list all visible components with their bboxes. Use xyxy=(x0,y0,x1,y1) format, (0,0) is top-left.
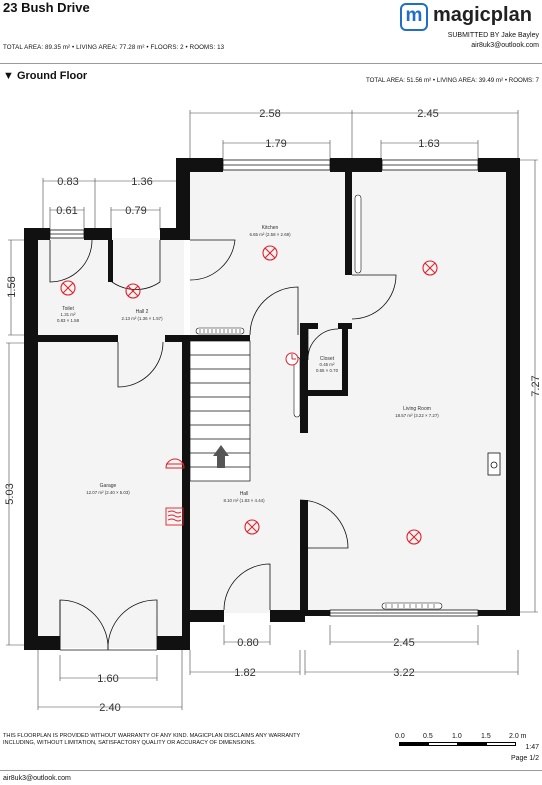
dim-toilet-window: 0.61 xyxy=(56,205,77,217)
living-room-area: 18.57 m² (3.22 × 7.27) xyxy=(395,413,439,418)
toilet-dims: 0.83 × 1.58 xyxy=(57,318,80,323)
kitchen-area: 6.65 m² (2.58 × 2.69) xyxy=(249,232,291,237)
collapse-arrow-icon: ▼ xyxy=(3,70,14,82)
scale-label: 0.5 xyxy=(423,733,433,740)
footer-email: air8uk3@outlook.com xyxy=(3,775,71,782)
disclaimer: THIS FLOORPLAN IS PROVIDED WITHOUT WARRA… xyxy=(3,733,301,746)
cooker-icon xyxy=(487,452,501,476)
dim-living-width: 2.45 xyxy=(417,108,438,120)
garage-area: 12.07 m² (2.40 × 5.03) xyxy=(86,490,130,495)
footer-divider xyxy=(0,770,542,771)
scale-segment xyxy=(486,742,516,746)
windows xyxy=(49,159,479,617)
dimension-lines xyxy=(6,110,538,710)
dim-hall2-width: 1.36 xyxy=(131,176,152,188)
property-totals: TOTAL AREA: 89.35 m² • LIVING AREA: 77.2… xyxy=(3,44,225,51)
dim-garage-door: 1.60 xyxy=(97,673,118,685)
floor-totals: TOTAL AREA: 51.56 m² • LIVING AREA: 39.4… xyxy=(365,77,539,84)
boiler-icon xyxy=(165,458,185,469)
living-room-name: Living Room xyxy=(403,406,431,412)
header-divider xyxy=(0,63,542,64)
kitchen-name: Kitchen xyxy=(262,225,279,231)
scale-segment xyxy=(428,742,458,746)
floor-title: ▼ Ground Floor xyxy=(3,70,87,82)
closet-name: Closet xyxy=(320,356,335,362)
hall2-name: Hall 2 xyxy=(136,309,149,315)
dim-hall2-door: 0.79 xyxy=(125,205,146,217)
scale-label: 1.0 xyxy=(452,733,462,740)
logo-mark-icon: m xyxy=(400,3,428,31)
toilet-area: 1.31 m² xyxy=(61,312,76,317)
hall-area: 8.10 m² (1.83 × 4.44) xyxy=(223,498,265,503)
dim-living-window: 1.63 xyxy=(418,138,439,150)
walls xyxy=(24,158,520,650)
dim-kitchen-window: 1.79 xyxy=(265,138,286,150)
scale-ratio: 1:47 xyxy=(525,744,539,751)
heater-icon xyxy=(165,507,184,526)
hall2-area: 2.13 m² (1.36 × 1.57) xyxy=(121,316,163,321)
dim-living-height: 7.27 xyxy=(530,375,542,396)
submitter-email: air8uk3@outlook.com xyxy=(471,42,539,49)
dim-living-bottom-window: 2.45 xyxy=(393,637,414,649)
magicplan-logo: m magicplan xyxy=(400,3,540,33)
scale-label: 1.5 xyxy=(481,733,491,740)
closet-dims: 0.65 × 0.70 xyxy=(316,368,339,373)
scale-label: 2.0 m xyxy=(509,733,527,740)
meter-icon xyxy=(285,352,299,366)
scale-bar: 0.0 0.5 1.0 1.5 2.0 m xyxy=(395,733,535,763)
dim-garage-height: 5.03 xyxy=(4,483,16,504)
dim-front-door: 0.80 xyxy=(237,637,258,649)
dim-hall-width: 1.82 xyxy=(234,667,255,679)
stair-up-arrow-icon xyxy=(213,445,229,468)
doors xyxy=(49,239,397,651)
dim-toilet-height: 1.58 xyxy=(6,276,18,297)
floor-name: Ground Floor xyxy=(16,70,88,82)
toilet-name: Toilet xyxy=(62,306,74,312)
scale-segment xyxy=(399,742,429,746)
dim-garage-width: 2.40 xyxy=(99,702,120,714)
submitted-by: SUBMITTED BY Jake Bayley xyxy=(447,32,539,39)
dim-kitchen-width: 2.58 xyxy=(259,108,280,120)
logo-wordmark: magicplan xyxy=(433,4,532,26)
hall-name: Hall xyxy=(240,491,249,497)
closet-area: 0.45 m² xyxy=(320,362,335,367)
dim-living-bottom: 3.22 xyxy=(393,667,414,679)
scale-label: 0.0 xyxy=(395,733,405,740)
scale-segment xyxy=(457,742,487,746)
page-title: 23 Bush Drive xyxy=(3,0,90,15)
dim-toilet-width: 0.83 xyxy=(57,176,78,188)
garage-name: Garage xyxy=(100,483,117,489)
page-number: Page 1/2 xyxy=(510,755,539,762)
